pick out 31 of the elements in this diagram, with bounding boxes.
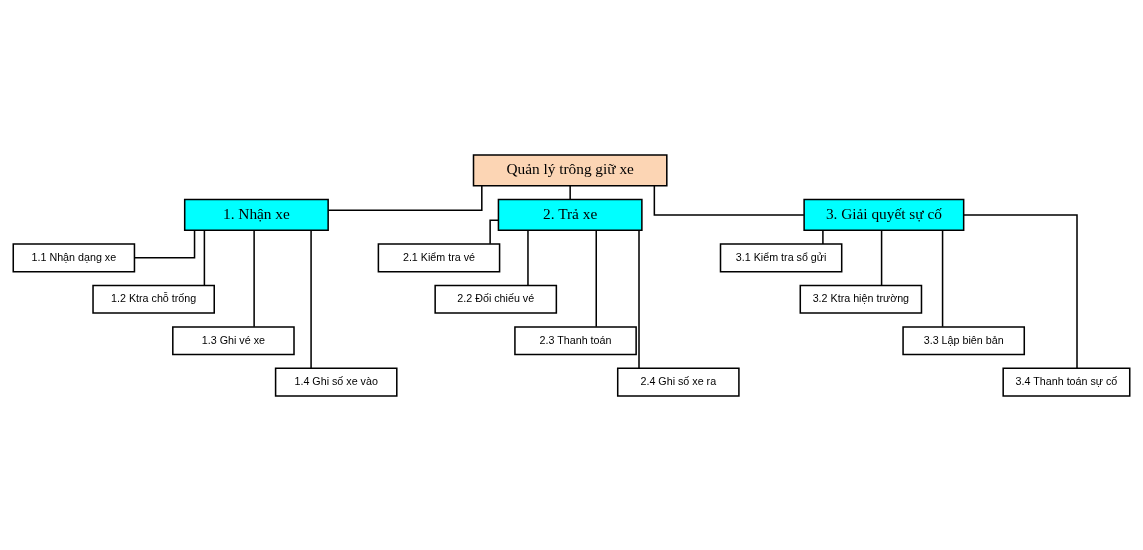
connector [880, 229, 883, 286]
node-box: Quản lý trông giữ xe [472, 153, 668, 186]
connector [203, 229, 206, 286]
node-box: 3.1 Kiểm tra sổ gửi [719, 242, 843, 272]
node-box: 3. Giải quyết sự cố [803, 198, 965, 231]
connector [133, 229, 196, 259]
node-box: 3.4 Thanh toán sự cố [1002, 367, 1131, 397]
node-box: 1.4 Ghi số xe vào [274, 367, 398, 397]
node-box: 1. Nhận xe [183, 198, 329, 231]
connector [963, 213, 1078, 369]
node-box: 2.4 Ghi số xe ra [616, 367, 740, 397]
connector [489, 219, 500, 245]
node-box: 3.2 Ktra hiện trường [799, 284, 923, 314]
node-box: 2.1 Kiểm tra vé [377, 242, 501, 272]
node-box: 3.3 Lập biên bản [902, 325, 1026, 355]
node-box: 1.1 Nhận dạng xe [12, 242, 136, 272]
node-box: 1.3 Ghi vé xe [172, 325, 295, 355]
node-box: 2. Trả xe [497, 198, 643, 231]
node-box: 2.3 Thanh toán [514, 325, 637, 355]
connector [327, 184, 483, 211]
connector [822, 229, 824, 245]
node-box: 1.2 Ktra chỗ trống [92, 284, 215, 314]
connector [653, 184, 805, 216]
connector [595, 229, 597, 327]
connector [527, 229, 529, 286]
connector [253, 229, 255, 327]
connector [638, 229, 640, 369]
connector [569, 184, 571, 200]
connector [941, 229, 944, 327]
connector [310, 229, 312, 369]
node-box: 2.2 Đối chiếu vé [434, 284, 558, 314]
